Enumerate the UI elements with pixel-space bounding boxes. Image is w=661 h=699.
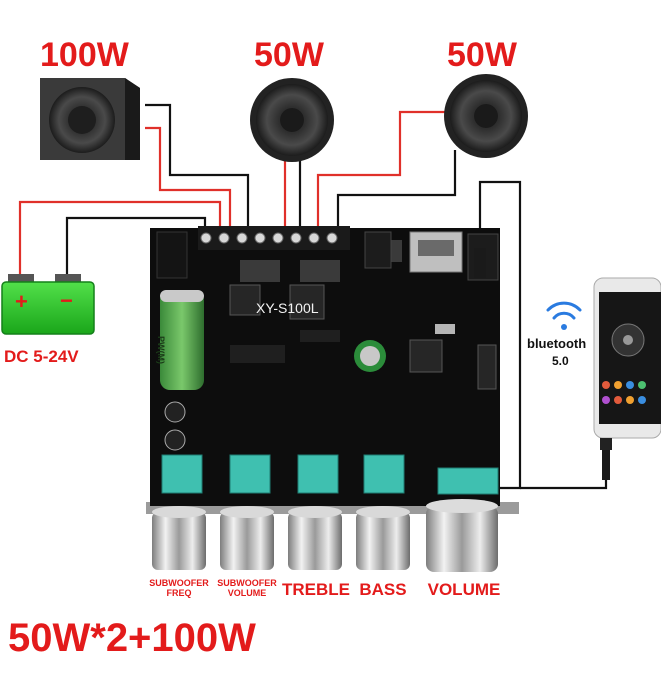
knob-label-subwoofer-freq: SUBWOOFER FREQ [149,578,209,598]
speaker-wires [18,103,608,490]
bluetooth-label: bluetooth [527,336,587,351]
knob-label-bass: BASS [359,580,407,599]
knob-volume [426,499,498,572]
knob-treble [288,506,342,570]
board-model-label: XY-S100L [256,300,319,316]
knobs [152,499,498,572]
right-speaker-icon [444,74,528,158]
right-speaker-power-label: 50W [447,36,517,74]
amplifier-board [146,226,519,514]
knob-subwoofer-volume [220,506,274,570]
subwoofer-icon [40,78,140,160]
knob-subwoofer-freq [152,506,206,570]
power-spec-label: 50W*2+100W [8,616,256,660]
battery-icon [1,274,95,335]
battery-minus: − [60,288,73,313]
knob-label-treble: TREBLE [282,580,350,599]
knob-label-subwoofer-volume: SUBWOOFER VOLUME [217,578,277,598]
left-speaker-icon [250,78,334,162]
bluetooth-wifi-icon [546,301,582,330]
battery-plus: + [15,289,28,314]
battery-voltage-label: DC 5-24V [4,347,79,366]
knob-label-volume: VOLUME [427,580,501,599]
capacitor-label: PW(M) [156,336,166,364]
subwoofer-power-label: 100W [40,36,129,74]
left-speaker-power-label: 50W [254,36,324,74]
knob-bass [356,506,410,570]
smartphone-icon [474,248,661,480]
bluetooth-version-label: 5.0 [552,354,569,368]
